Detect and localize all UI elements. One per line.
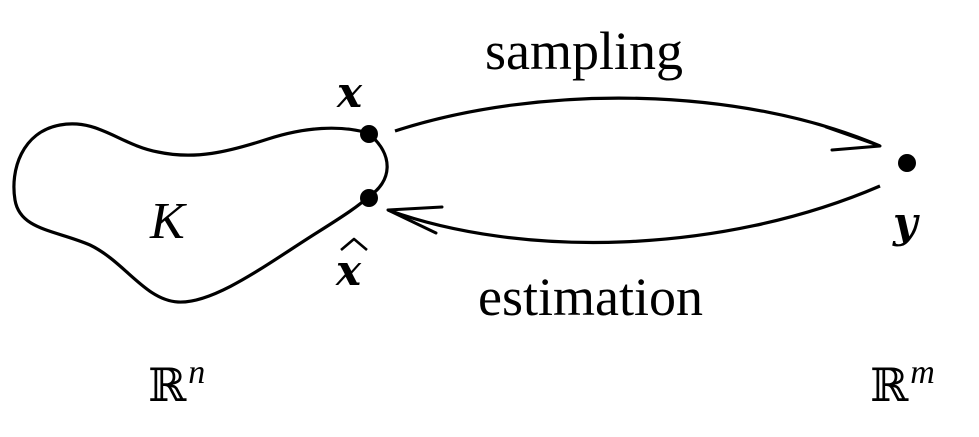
hat-accent [340,237,368,251]
point-x-hat-label: x [336,237,368,292]
point-x-label: x [337,68,363,117]
space-right-power: m [910,354,935,391]
space-left-label: ℝn [148,356,205,409]
set-k-label: K [150,193,185,250]
estimation-label: estimation [478,267,703,327]
estimation-arrowhead [386,205,444,235]
point-x-hat-letter: x [336,246,362,295]
space-right-symbol: ℝ [870,358,909,412]
point-y-dot [898,154,916,172]
space-left-power: n [188,354,206,391]
point-y-label: y [893,198,918,247]
space-right-label: ℝm [870,356,935,409]
set-k-boundary [12,122,389,304]
sampling-arrowhead [824,125,882,152]
sampling-label: sampling [485,21,683,81]
point-x-dot [360,125,378,143]
estimation-arrow [387,184,881,245]
point-x-hat-dot [360,189,378,207]
sampling-arrow [394,96,881,148]
space-left-symbol: ℝ [148,358,187,412]
